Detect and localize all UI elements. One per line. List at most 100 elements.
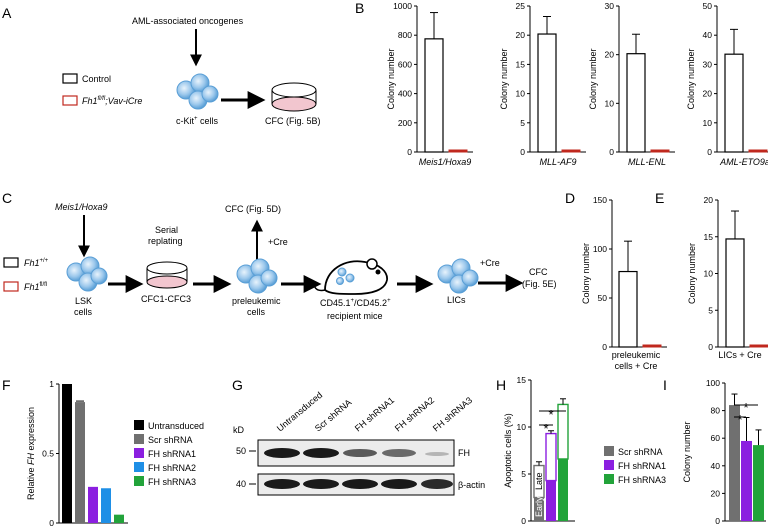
significance-star: * <box>543 421 548 436</box>
y-axis-label: Apoptotic cells (%) <box>503 413 513 488</box>
lane-label: FH shRNA1 <box>353 395 396 434</box>
y-tick-label: 600 <box>398 59 412 69</box>
lics-label: LICs <box>447 295 466 305</box>
bar <box>62 384 72 523</box>
y-tick-label: 200 <box>398 118 412 128</box>
bar <box>725 238 745 348</box>
legend-fh1-swatch <box>62 95 78 106</box>
x-axis-label: Meis1/Hoxa9 <box>419 157 472 167</box>
y-tick-label: 10 <box>703 118 713 128</box>
y-tick-label: 0 <box>49 518 54 528</box>
legend-label: Scr shRNA <box>618 447 663 457</box>
bar-late <box>557 403 569 460</box>
kd-40-label: 40 <box>236 479 246 489</box>
bar <box>537 33 557 153</box>
x-axis-label: preleukemic <box>612 350 661 360</box>
bar <box>753 445 764 521</box>
y-tick-label: 60 <box>711 433 721 443</box>
lics-cells-icon <box>437 258 479 294</box>
panel-label-g: G <box>232 377 243 393</box>
y-tick-label: 15 <box>704 232 714 242</box>
y-tick-label: 25 <box>516 1 526 11</box>
y-tick-label: 400 <box>398 89 412 99</box>
y-tick-label: 50 <box>598 293 608 303</box>
y-tick-label: 0 <box>521 516 526 526</box>
y-tick-label: 40 <box>711 461 721 471</box>
y-tick-label: 20 <box>703 89 713 99</box>
y-tick-label: 20 <box>704 195 714 205</box>
late-label: Late <box>534 472 544 490</box>
panel-a-schematic: AML-associated oncogenes c-Kit+ cells CF… <box>62 16 321 126</box>
y-tick-label: 80 <box>711 406 721 416</box>
band-actin-label: β-actin <box>458 480 485 490</box>
y-tick-label: 5 <box>520 118 525 128</box>
y-tick-label: 15 <box>517 375 527 385</box>
y-tick-label: 10 <box>704 269 714 279</box>
ckit-cells-icon <box>176 73 219 110</box>
panel-label-b: B <box>355 0 364 16</box>
y-tick-label: 50 <box>703 1 713 11</box>
y-tick-label: 800 <box>398 30 412 40</box>
cfc-5e-label-1: CFC <box>529 267 548 277</box>
bar <box>748 149 768 153</box>
y-tick-label: 0 <box>520 147 525 157</box>
panel-label-h: H <box>496 377 506 393</box>
y-axis-label: Colony number <box>581 243 591 304</box>
bar <box>618 270 638 348</box>
culture-dish-icon <box>271 82 317 112</box>
lsk-label-1: LSK <box>75 296 92 306</box>
legend-fl-swatch <box>3 281 19 292</box>
lane-label: Scr shRNA <box>313 397 354 433</box>
ckit-label: c-Kit+ cells <box>176 116 219 126</box>
bar-early <box>558 458 568 521</box>
x-axis-label: AML-ETO9a <box>719 157 768 167</box>
bar <box>729 405 740 521</box>
panel-c-schematic: Meis1/Hoxa9 Fh1+/+ Fh1fl/fl LSK cells Se… <box>3 202 557 321</box>
x-axis-label: LICs + Cre <box>718 350 761 360</box>
y-axis-label: Colony number <box>687 243 697 304</box>
y-axis-label: Colony number <box>686 48 696 109</box>
replating-dish-icon <box>146 261 188 289</box>
y-tick-label: 15 <box>516 59 526 69</box>
panel-label-i: I <box>663 377 667 393</box>
y-tick-label: 0 <box>602 342 607 352</box>
lsk-cells-icon <box>66 256 108 292</box>
cfc-5b-label: CFC (Fig. 5B) <box>265 116 321 126</box>
mice-label-1: CD45.1+/CD45.2+ <box>320 298 391 308</box>
legend-label: FH shRNA3 <box>148 477 196 487</box>
y-tick-label: 5 <box>521 469 526 479</box>
bar <box>650 149 670 153</box>
bar <box>561 149 581 153</box>
bar <box>626 53 646 153</box>
legend-label: Untransduced <box>148 421 204 431</box>
y-tick-label: 10 <box>516 89 526 99</box>
early-label: Early <box>534 496 544 517</box>
fh-bands <box>264 448 449 458</box>
y-tick-label: 0 <box>609 147 614 157</box>
legend-wt-swatch <box>3 257 19 268</box>
panel-label-f: F <box>2 377 11 393</box>
bar <box>642 344 662 348</box>
y-axis-label: Relative FH expression <box>26 407 36 500</box>
legend-control-swatch <box>62 73 78 84</box>
y-tick-label: 0 <box>708 342 713 352</box>
y-axis-label: Colony number <box>386 48 396 109</box>
legend-wt-label: Fh1+/+ <box>24 258 49 268</box>
legend-control-label: Control <box>82 74 111 84</box>
bar <box>724 53 744 153</box>
lsk-label-2: cells <box>74 307 93 317</box>
x-axis-label: MLL-AF9 <box>539 157 576 167</box>
legend-swatch <box>134 448 144 458</box>
y-tick-label: 30 <box>605 1 615 11</box>
y-tick-label: 20 <box>605 50 615 60</box>
bar <box>75 402 85 523</box>
